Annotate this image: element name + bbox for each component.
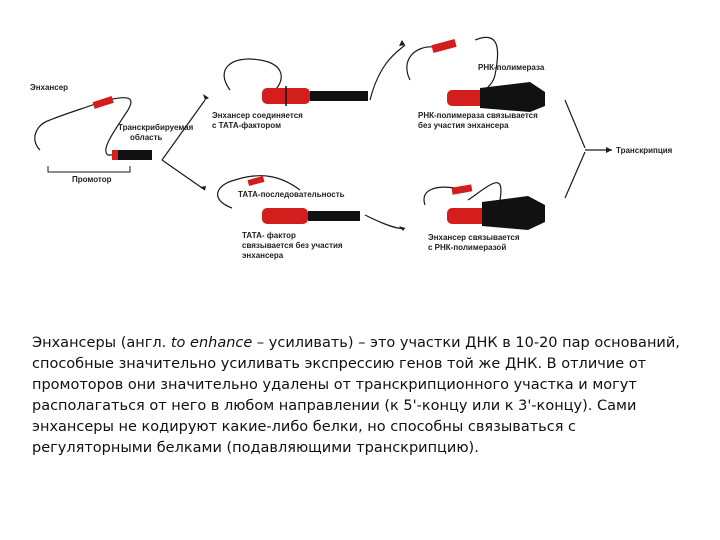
caption-english-term: to enhance <box>171 335 252 351</box>
description-paragraph: Энхансеры (англ. to enhance – усиливать)… <box>32 333 692 459</box>
label-top-right-1: РНК-полимераза связывается <box>418 111 538 120</box>
enhancer-box-top-right <box>431 39 456 53</box>
convergence-lines <box>565 100 612 198</box>
gene-box-top-mid <box>310 91 368 101</box>
transcribed-region-box <box>118 150 152 160</box>
gene-box-bottom-mid <box>308 211 360 221</box>
arrow-top <box>370 45 405 100</box>
label-tata-seq: ТАТА-последовательность <box>238 190 345 199</box>
label-bottom-mid-1: ТАТА- фактор <box>242 231 296 240</box>
rna-polymerase-bottom <box>482 196 545 230</box>
enhancer-box <box>93 96 114 109</box>
dna-strand-initial <box>35 98 131 155</box>
label-rna-pol: РНК-полимераза <box>478 63 545 72</box>
label-bottom-right-1: Энхансер связывается <box>428 233 520 242</box>
promoter-marker <box>112 150 118 160</box>
arrow-bottom <box>365 215 405 228</box>
label-top-mid-1: Энхансер соединяется <box>212 111 303 120</box>
tata-complex-bottom-right <box>447 208 487 224</box>
label-bottom-mid-2: связывается без участия <box>242 241 343 250</box>
enhancer-diagram: Энхансер Транскрибируемая область Промот… <box>0 0 720 300</box>
caption-part2: – усиливать) – это участки ДНК в 10-20 п… <box>32 335 680 456</box>
caption-part1: (англ. <box>116 335 171 351</box>
label-bottom-mid-3: энхансера <box>242 251 284 260</box>
arrowhead-top-right <box>399 40 405 46</box>
arrowhead-top-mid <box>203 94 209 100</box>
enhancer-box-bottom-mid <box>247 176 264 186</box>
enhancer-box-bottom-right <box>451 184 472 194</box>
tata-factor-bottom <box>262 208 308 224</box>
promoter-bracket <box>48 166 130 172</box>
label-transcribed-2: область <box>130 133 163 142</box>
arrowhead-transcription <box>606 147 612 153</box>
label-top-right-2: без участия энхансера <box>418 121 509 130</box>
label-transcription: Транскрипция <box>616 146 673 155</box>
label-enhancer: Энхансер <box>30 83 68 92</box>
label-promoter: Промотор <box>72 175 112 184</box>
term-enhancers: Энхансеры <box>32 335 116 351</box>
label-bottom-right-2: с РНК-полимеразой <box>428 243 506 252</box>
branch-arrow-lines <box>162 100 205 190</box>
label-transcribed-1: Транскрибируемая <box>118 123 194 132</box>
dna-strand-top-mid <box>224 59 281 90</box>
label-top-mid-2: с ТАТА-фактором <box>212 121 281 130</box>
rna-polymerase-top <box>480 82 545 112</box>
